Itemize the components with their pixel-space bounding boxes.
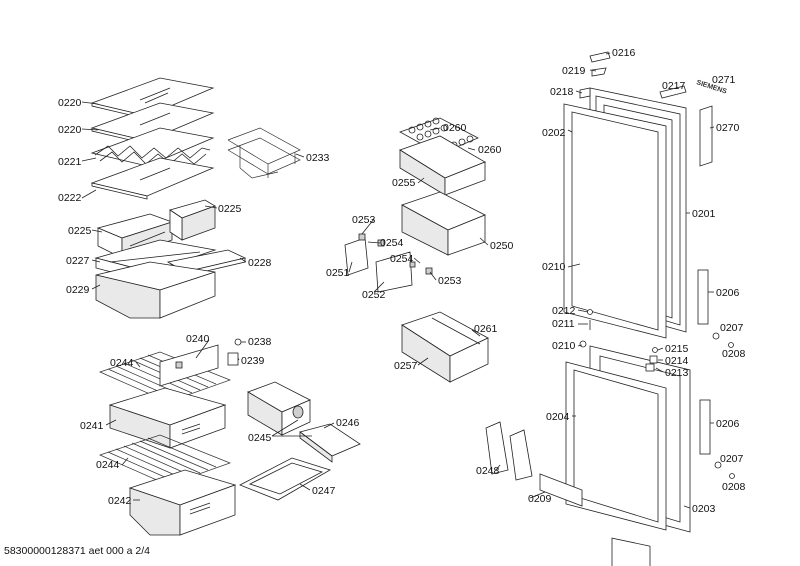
- label-0260-b: 0260: [478, 144, 502, 156]
- document-footer-code: 58300000128371 aet 000 a 2/4: [4, 545, 150, 557]
- label-0216: 0216: [612, 47, 636, 59]
- label-0209: 0209: [528, 493, 552, 505]
- label-0245: 0245: [248, 432, 272, 444]
- label-0270: 0270: [716, 122, 740, 134]
- freezer-drawer-middle: [108, 387, 227, 449]
- label-0261: 0261: [474, 323, 498, 335]
- label-0220-a: 0220: [58, 97, 82, 109]
- leader-lines: [81, 52, 715, 509]
- label-0251: 0251: [326, 267, 350, 279]
- label-0253-b: 0253: [438, 275, 462, 287]
- label-0250: 0250: [490, 240, 514, 252]
- label-0207-b: 0207: [720, 453, 744, 465]
- label-0225-a: 0225: [218, 203, 242, 215]
- label-0244-a: 0244: [110, 357, 134, 369]
- label-0215: 0215: [665, 343, 689, 355]
- door-handle-upper: [697, 269, 709, 325]
- label-0208-a: 0208: [722, 348, 746, 360]
- label-0260-a: 0260: [443, 122, 467, 134]
- label-0212: 0212: [552, 305, 576, 317]
- cold-packs: [485, 421, 533, 481]
- label-0225-b: 0225: [68, 225, 92, 237]
- upper-door-gasket: [563, 103, 667, 339]
- label-0248: 0248: [476, 465, 500, 477]
- label-0217: 0217: [662, 80, 686, 92]
- top-hinge-parts: [579, 51, 687, 99]
- label-0241: 0241: [80, 420, 104, 432]
- label-0221: 0221: [58, 156, 82, 168]
- label-0255: 0255: [392, 177, 416, 189]
- label-0210-b: 0210: [552, 340, 576, 352]
- label-0239: 0239: [241, 355, 265, 367]
- label-0252: 0252: [362, 289, 386, 301]
- door-handle-lower: [699, 399, 711, 455]
- label-0244-b: 0244: [96, 459, 120, 471]
- label-0210-a: 0210: [542, 261, 566, 273]
- label-0240: 0240: [186, 333, 210, 345]
- door-shelf-bottle: [401, 311, 489, 383]
- label-0222: 0222: [58, 192, 82, 204]
- label-0220-b: 0220: [58, 124, 82, 136]
- label-0254-a: 0254: [380, 237, 404, 249]
- label-0233: 0233: [306, 152, 330, 164]
- label-0246: 0246: [336, 417, 360, 429]
- label-0202: 0202: [542, 127, 566, 139]
- hinge-small-parts: [579, 309, 735, 479]
- door-shelf-top: [399, 135, 486, 196]
- crisper-tray: [95, 261, 216, 319]
- label-0206-b: 0206: [716, 418, 740, 430]
- freezer-drawer-flap: [159, 344, 219, 387]
- ice-scoop-tray: [299, 423, 361, 463]
- handle-upper-side: [699, 105, 713, 167]
- label-0213: 0213: [665, 367, 689, 379]
- label-0208-b: 0208: [722, 481, 746, 493]
- label-0254-b: 0254: [390, 253, 414, 265]
- glass-shelf-lower: [90, 157, 215, 200]
- kick-strip: [539, 473, 583, 507]
- label-0247: 0247: [312, 485, 336, 497]
- label-0271: 0271: [712, 74, 736, 86]
- label-0238: 0238: [248, 336, 272, 348]
- shelf-lid-right: [375, 251, 413, 293]
- label-0214: 0214: [665, 355, 689, 367]
- label-0211: 0211: [552, 318, 575, 330]
- label-0228: 0228: [248, 257, 272, 269]
- ice-cube-tray: [239, 457, 331, 501]
- freezer-drawer-bottom: [128, 469, 237, 536]
- label-0218: 0218: [550, 86, 574, 98]
- label-0253-a: 0253: [352, 214, 376, 226]
- label-0201: 0201: [692, 208, 716, 220]
- label-0206-a: 0206: [716, 287, 740, 299]
- bottle-rack-wavy: [90, 127, 215, 167]
- label-0219: 0219: [562, 65, 586, 77]
- lower-door-gasket: [565, 361, 667, 531]
- wire-bottle-holder: [227, 127, 301, 179]
- clip-small: [227, 338, 242, 366]
- label-0242: 0242: [108, 495, 132, 507]
- glass-shelf-top: [90, 77, 215, 120]
- label-0203: 0203: [692, 503, 716, 515]
- ice-cube-box: [247, 381, 311, 436]
- label-0229: 0229: [66, 284, 90, 296]
- label-0204: 0204: [546, 411, 570, 423]
- label-0257: 0257: [394, 360, 418, 372]
- door-shelf-covered: [401, 191, 486, 256]
- label-0207-a: 0207: [720, 322, 744, 334]
- label-0227: 0227: [66, 255, 90, 267]
